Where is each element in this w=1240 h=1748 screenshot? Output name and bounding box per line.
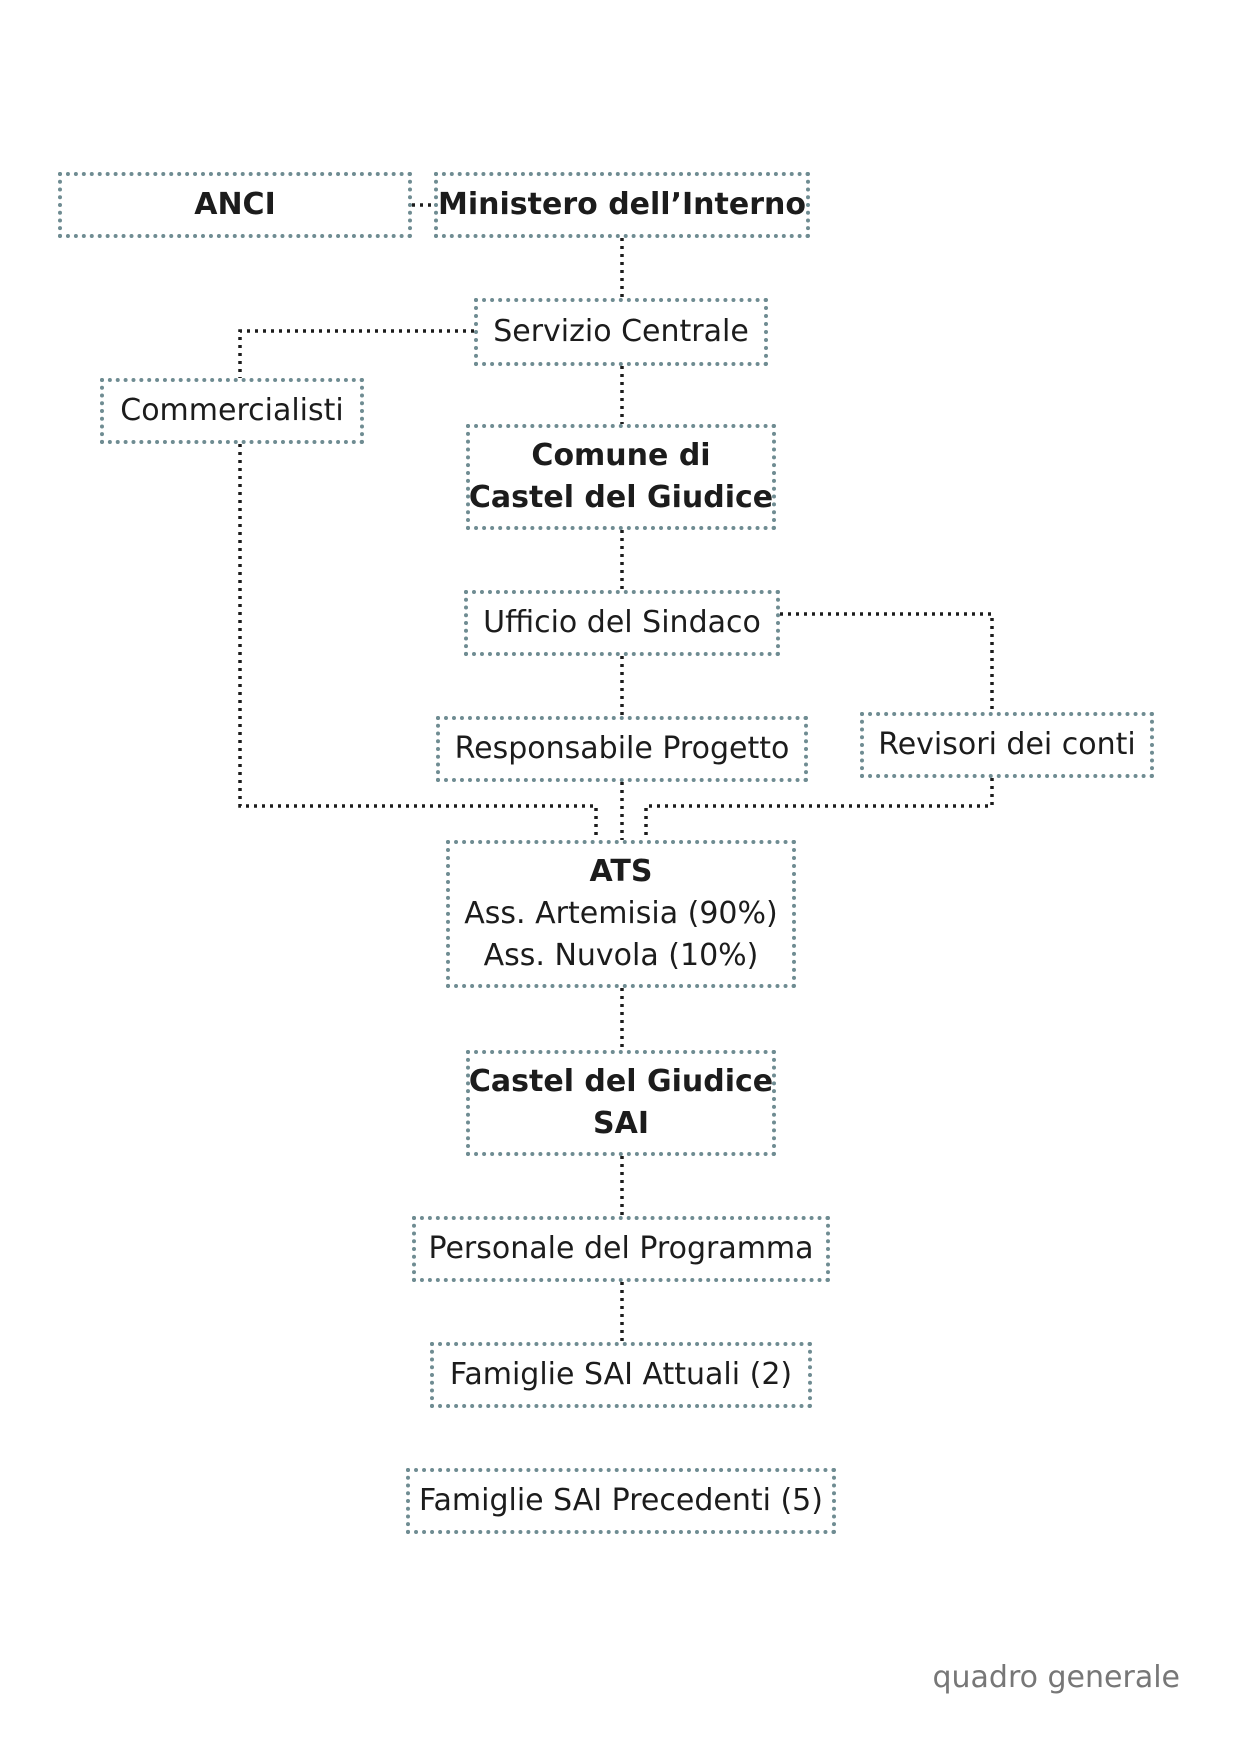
node-ats-title: ATS xyxy=(589,854,653,889)
node-ministero: Ministero dell’Interno xyxy=(434,172,810,238)
node-responsabile-progetto-label: Responsabile Progetto xyxy=(454,731,790,766)
node-ufficio-sindaco: Ufficio del Sindaco xyxy=(464,590,780,656)
node-ats-nuvola: Ass. Nuvola (10%) xyxy=(483,938,759,973)
node-comune-line1: Comune di xyxy=(531,438,711,473)
node-famiglie-precedenti-label: Famiglie SAI Precedenti (5) xyxy=(419,1483,823,1518)
node-personale-programma: Personale del Programma xyxy=(412,1216,830,1282)
node-commercialisti-label: Commercialisti xyxy=(120,393,344,428)
connector-ufficio-revisori xyxy=(780,612,994,712)
node-commercialisti: Commercialisti xyxy=(100,378,364,444)
node-castel-sai-line1: Castel del Giudice xyxy=(468,1064,774,1099)
node-servizio-centrale-label: Servizio Centrale xyxy=(493,314,749,349)
node-ats-artemisia: Ass. Artemisia (90%) xyxy=(464,896,778,931)
node-anci: ANCI xyxy=(58,172,412,238)
node-personale-programma-label: Personale del Programma xyxy=(428,1231,814,1266)
node-castel-sai: Castel del Giudice SAI xyxy=(466,1050,776,1156)
node-comune-line2: Castel del Giudice xyxy=(468,480,774,515)
node-anci-label: ANCI xyxy=(194,187,276,222)
node-ufficio-sindaco-label: Ufficio del Sindaco xyxy=(483,605,761,640)
node-famiglie-attuali-label: Famiglie SAI Attuali (2) xyxy=(449,1357,793,1392)
node-ats: ATS Ass. Artemisia (90%) Ass. Nuvola (10… xyxy=(446,840,796,988)
node-ministero-label: Ministero dell’Interno xyxy=(438,187,806,222)
footer-caption: quadro generale xyxy=(932,1660,1180,1695)
node-famiglie-precedenti: Famiglie SAI Precedenti (5) xyxy=(406,1468,836,1534)
node-servizio-centrale: Servizio Centrale xyxy=(474,298,768,366)
node-revisori-conti: Revisori dei conti xyxy=(860,712,1154,778)
connector-servizio-commercialisti xyxy=(238,329,474,378)
node-comune: Comune di Castel del Giudice xyxy=(466,424,776,530)
node-responsabile-progetto: Responsabile Progetto xyxy=(436,716,808,782)
node-castel-sai-line2: SAI xyxy=(593,1106,649,1141)
node-famiglie-attuali: Famiglie SAI Attuali (2) xyxy=(430,1342,812,1408)
node-revisori-conti-label: Revisori dei conti xyxy=(878,727,1136,762)
connector-revisori-ats xyxy=(644,778,994,840)
